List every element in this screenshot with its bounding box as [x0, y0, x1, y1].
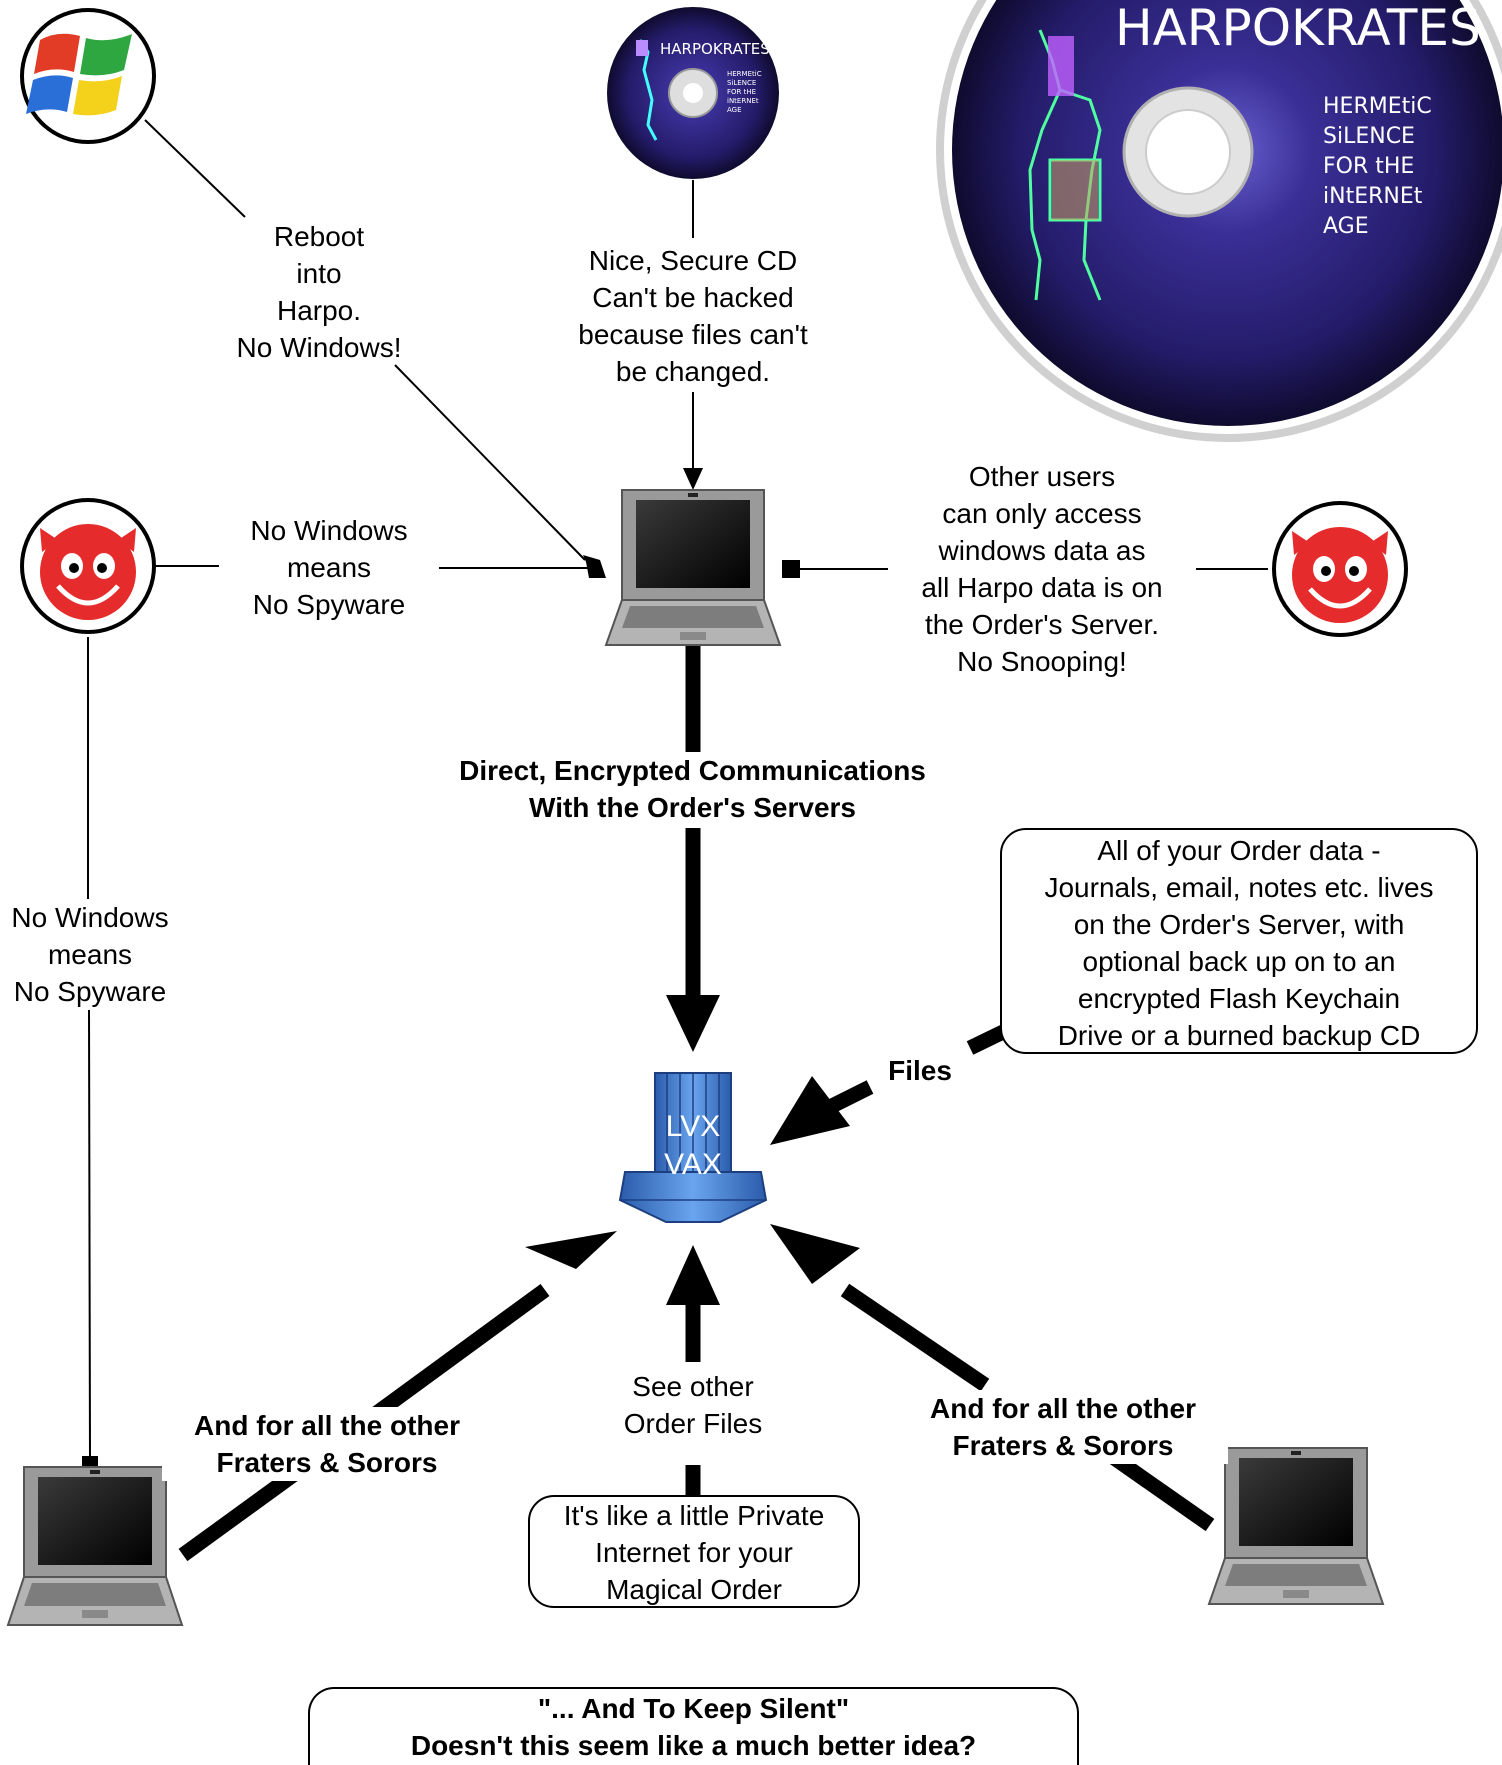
arrowhead-reboot [583, 555, 606, 578]
small-disc-subtitle: HERMEtiC SiLENCE FOR tHE iNtERNEt AGE [727, 70, 762, 114]
cd-icon [607, 7, 779, 179]
cd-icon [936, 0, 1502, 442]
no-spyware-top-label: No Windows means No Spyware [219, 512, 439, 623]
server-label: LVX VAX [664, 1110, 722, 1181]
see-other-label: See other Order Files [598, 1368, 788, 1442]
fraters-right-label: And for all the other Fraters & Sorors [898, 1390, 1228, 1464]
connector-lines [87, 119, 1268, 1461]
thick-arrows [178, 645, 1215, 1562]
small-disc-title: HARPOKRATES [660, 40, 770, 58]
devil-face-icon [1272, 501, 1408, 637]
large-disc-title: HARPOKRATES [1115, 0, 1481, 57]
keep-silent-box: "... And To Keep Silent" Doesn't this se… [308, 1687, 1079, 1765]
reboot-label: Reboot into Harpo. No Windows! [236, 221, 402, 363]
order-data-box: All of your Order data - Journals, email… [1000, 828, 1478, 1054]
direct-comm-label: Direct, Encrypted Communications With th… [415, 752, 970, 826]
server-icon [618, 1072, 768, 1223]
private-internet-box: It's like a little Private Internet for … [528, 1495, 860, 1608]
no-spyware-left-label: No Windows means No Spyware [0, 899, 180, 1010]
large-disc-subtitle: HERMEtiC SiLENCE FOR tHE iNtERNEt AGE [1323, 94, 1432, 239]
thick-arrowheads [525, 995, 860, 1305]
fraters-left-label: And for all the other Fraters & Sorors [162, 1407, 492, 1481]
other-users-label: Other users can only access windows data… [921, 461, 1163, 677]
arrowhead-cd [683, 468, 703, 490]
secure-cd-label: Nice, Secure CD Can't be hacked because … [578, 245, 808, 387]
laptop-icon [1207, 1447, 1385, 1605]
windows-logo-icon [20, 8, 156, 144]
devil-face-icon [20, 498, 156, 634]
connector-square [782, 560, 800, 578]
laptop-icon [604, 489, 782, 646]
laptop-icon [6, 1466, 184, 1626]
files-label: Files [875, 1052, 965, 1089]
